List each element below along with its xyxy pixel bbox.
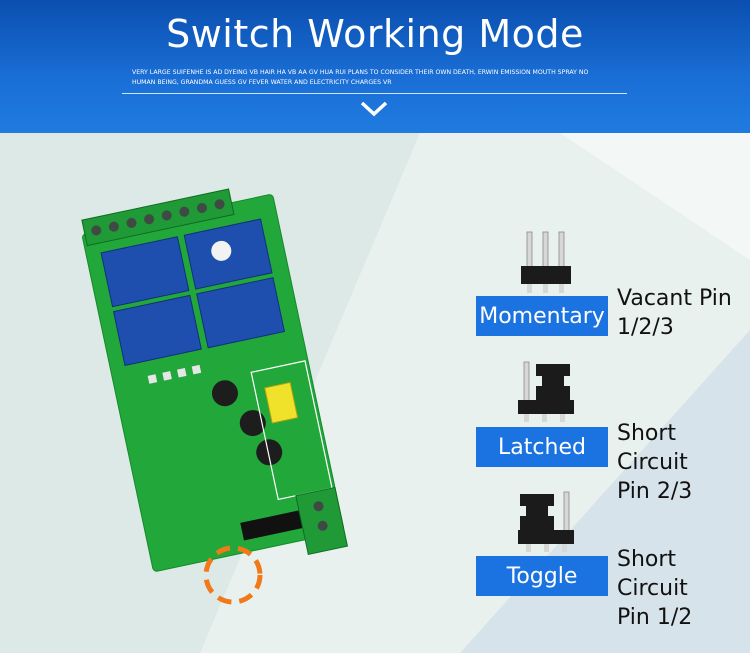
toggle-description: Short Circuit Pin 1/2 <box>617 545 750 632</box>
latched-desc-line2: Pin 2/3 <box>617 479 693 504</box>
latched-mode-label: Latched <box>476 427 608 467</box>
vacant-pin-icon <box>521 231 571 293</box>
toggle-desc-line1: Short Circuit <box>617 547 688 601</box>
latched-description: Short Circuit Pin 2/3 <box>617 419 750 506</box>
momentary-desc-line1: Vacant Pin <box>617 286 732 311</box>
latched-desc-line1: Short Circuit <box>617 421 688 475</box>
momentary-mode-label: Momentary <box>476 296 608 336</box>
toggle-desc-line2: Pin 1/2 <box>617 605 693 630</box>
toggle-mode-label: Toggle <box>476 556 608 596</box>
header-divider <box>122 93 627 94</box>
chevron-down-icon <box>360 101 388 117</box>
momentary-description: Vacant Pin 1/2/3 <box>617 284 732 342</box>
header-banner: Switch Working Mode VERY LARGE SUIFENHE … <box>0 0 750 133</box>
toggle-jumper-icon <box>518 491 574 552</box>
header-subtitle: VERY LARGE SUIFENHE IS AD DYEING VB HAIR… <box>132 69 589 86</box>
momentary-desc-line2: 1/2/3 <box>617 315 674 340</box>
page-title: Switch Working Mode <box>166 12 584 56</box>
latched-jumper-icon <box>518 361 574 422</box>
